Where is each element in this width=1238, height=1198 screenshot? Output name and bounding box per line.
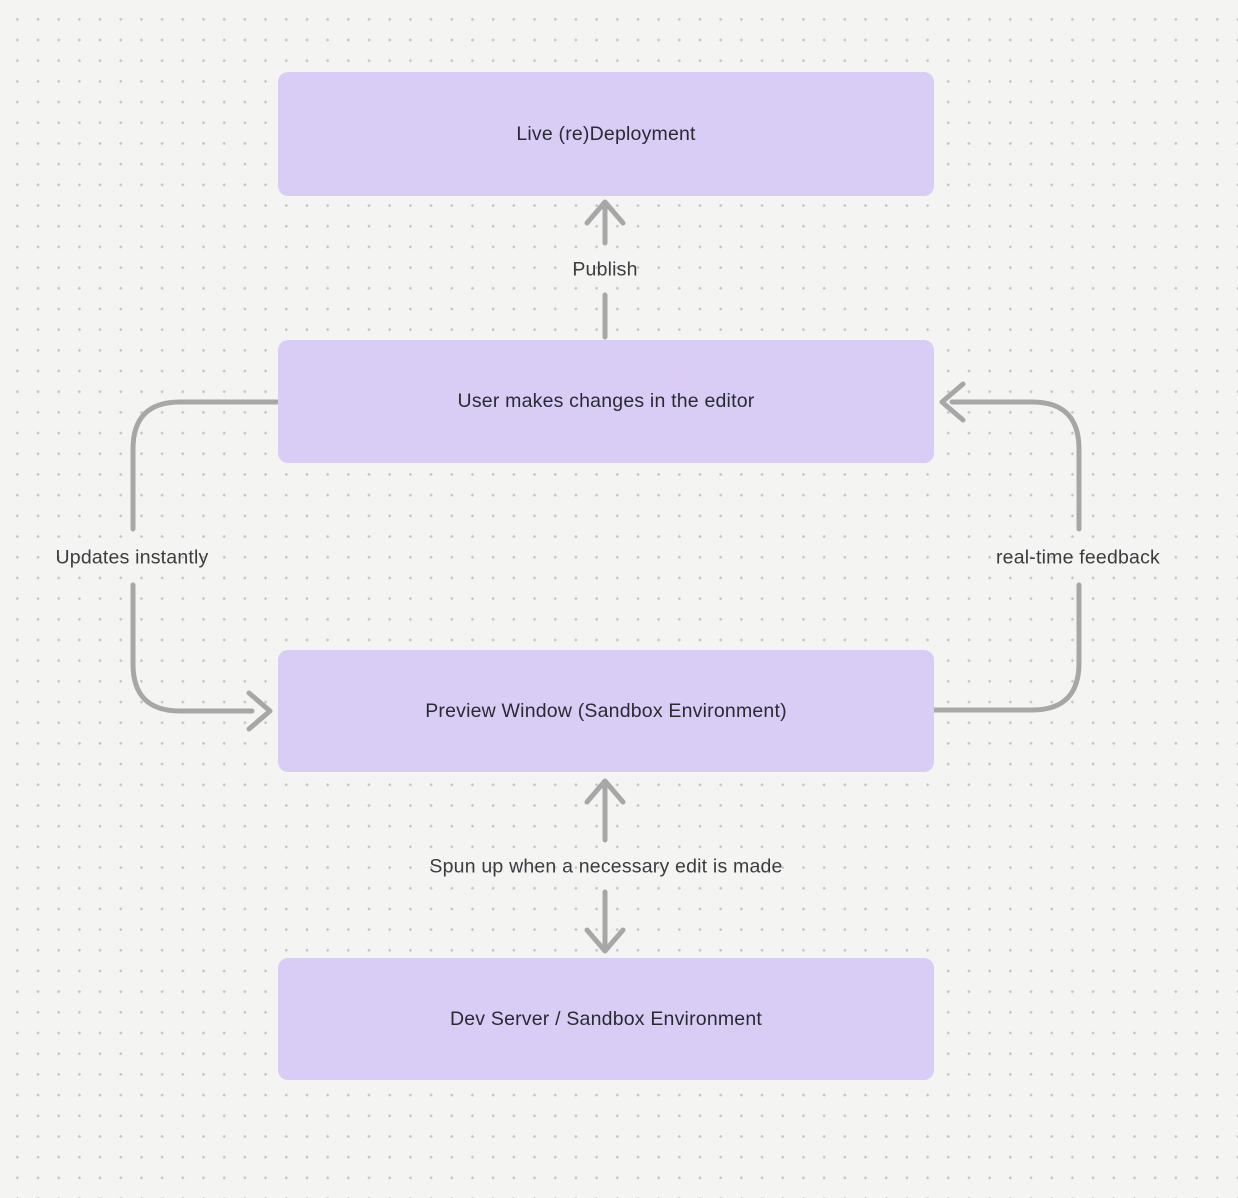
- arrowhead-right-icon: [246, 690, 273, 732]
- edge-spun-up-arrow: [584, 778, 626, 954]
- edge-real-time-feedback-arrow: [931, 381, 1082, 713]
- edge-label-publish: Publish: [572, 258, 638, 281]
- updates-loop-lower: [130, 582, 255, 714]
- node-live-deployment[interactable]: Live (re)Deployment: [278, 72, 934, 196]
- node-label: Preview Window (Sandbox Environment): [425, 699, 787, 722]
- arrowhead-down-icon: [584, 927, 626, 954]
- feedback-loop-lower: [931, 582, 1082, 713]
- arrowhead-up-icon: [584, 199, 626, 226]
- node-dev-server[interactable]: Dev Server / Sandbox Environment: [278, 958, 934, 1080]
- node-editor-changes[interactable]: User makes changes in the editor: [278, 340, 934, 463]
- node-preview-window[interactable]: Preview Window (Sandbox Environment): [278, 650, 934, 772]
- edge-label-spun-up: Spun up when a necessary edit is made: [429, 855, 783, 878]
- edge-label-updates-instantly: Updates instantly: [55, 546, 209, 569]
- edge-label-real-time-feedback: real-time feedback: [995, 546, 1161, 569]
- arrowhead-left-icon: [939, 381, 966, 423]
- updates-loop-upper: [130, 399, 281, 532]
- arrowhead-up-icon: [584, 778, 626, 805]
- feedback-loop-upper: [949, 399, 1082, 532]
- edge-publish-arrow: [584, 199, 626, 340]
- node-label: Live (re)Deployment: [516, 122, 696, 145]
- edge-updates-instantly-arrow: [130, 399, 281, 732]
- node-label: User makes changes in the editor: [457, 390, 755, 412]
- node-label: Dev Server / Sandbox Environment: [449, 1007, 763, 1030]
